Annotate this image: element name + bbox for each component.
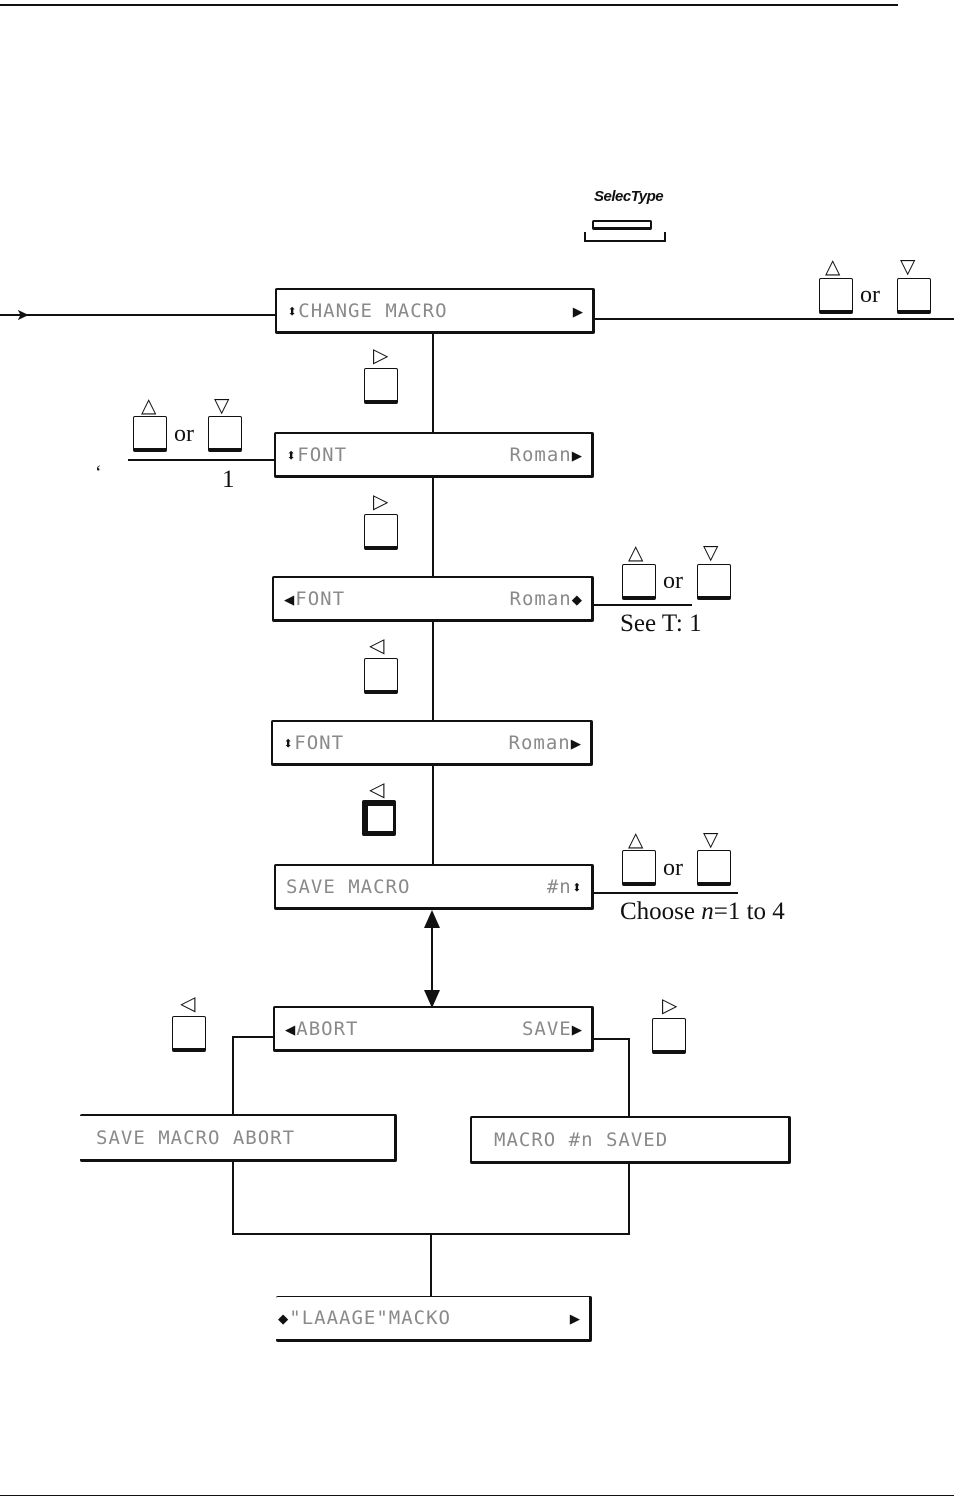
updown-icon: ⬍ [287,301,299,322]
selectype-label: SelecType [594,188,664,205]
up-key[interactable] [622,564,656,600]
or-label: or [860,282,880,308]
save-return-down [628,1162,630,1234]
lcd-save-macro-abort: SAVE MACRO ABORT [80,1114,397,1162]
lcd-abort-save: ◀ABORT SAVE▶ [273,1006,594,1052]
save-branch-down [628,1038,630,1118]
lcd-text: ABORT [296,1017,359,1040]
bottom-rule [0,1495,954,1496]
lcd-text: FONT [297,443,348,466]
up-key[interactable] [133,416,167,452]
down-triangle-icon: ▽ [703,540,719,564]
left-key[interactable] [172,1016,206,1052]
or-label: or [663,855,683,881]
up-triangle-icon: △ [141,393,157,417]
up-key[interactable] [622,850,656,886]
lcd-value: #n [546,875,572,898]
updown-icon: ⬍ [286,445,298,466]
diamond-icon: ◆ [278,1309,290,1329]
entry-line [0,314,275,316]
updown-icon: ⬍ [571,877,583,898]
font2-right-line [594,604,692,606]
top-rule [0,4,898,6]
right-triangle-icon: ▷ [662,993,678,1017]
left-font-note: 1 [222,466,235,493]
lcd-font-2: ◀FONT Roman◆ [272,576,594,622]
right-arrow-icon: ▶ [570,733,582,754]
lcd-change-macro: ⬍CHANGE MACRO ▶ [275,288,595,334]
merge-down [430,1234,432,1296]
right-key[interactable] [364,368,398,404]
choose-n-note: Choose n=1 to 4 [620,898,785,926]
or-label: or [174,421,194,447]
right-triangle-icon: ▷ [373,343,389,367]
right-arrow-icon: ▶ [572,301,584,322]
choose-n-suffix: =1 to 4 [713,898,785,925]
down-key[interactable] [208,416,242,452]
entry-arrowhead: ➤ [16,305,30,324]
abort-branch-down [232,1036,234,1116]
font1-left-line [128,459,275,461]
diamond-icon: ◆ [571,589,583,610]
see-table-note: See T: 1 [620,610,702,637]
left-triangle-icon: ◁ [369,633,385,657]
up-triangle-icon: △ [628,540,644,564]
lcd-value: SAVE [521,1017,572,1040]
right-arrow-icon: ▶ [569,1309,581,1329]
right-arrow-icon: ▶ [571,1019,583,1040]
down-triangle-icon: ▽ [900,254,916,278]
right-key[interactable] [652,1018,686,1054]
right-arrow-icon: ▶ [571,445,583,466]
double-arrow-up-head [424,910,440,928]
updown-icon: ⬍ [283,733,295,754]
lcd-text: FONT [295,587,346,610]
up-triangle-icon: △ [825,254,841,278]
double-arrow-shaft [431,922,433,1000]
lcd-text: MACRO #n SAVED [494,1128,669,1151]
right-key[interactable] [364,514,398,550]
lcd-text: FONT [294,731,345,754]
selectype-key[interactable] [584,220,666,242]
left-arrow-icon: ◀ [284,589,296,610]
abort-branch-top [232,1036,275,1038]
down-key[interactable] [697,564,731,600]
down-triangle-icon: ▽ [703,827,719,851]
lcd-value: Roman [509,587,572,610]
lcd-macro-saved: MACRO #n SAVED [470,1116,791,1164]
double-arrow-down-head [424,990,440,1008]
left-triangle-icon: ◁ [369,777,385,801]
lcd-text: SAVE MACRO ABORT [96,1126,296,1149]
choose-n-prefix: Choose [620,898,702,925]
lcd-change-macro-return: ◆"LAAAGE"MACKO ▶ [276,1296,592,1342]
abort-return-down [232,1160,234,1234]
lcd-text: SAVE MACRO [286,875,411,898]
down-key[interactable] [697,850,731,886]
left-font-mark: ‘ [95,462,102,484]
up-triangle-icon: △ [628,827,644,851]
down-triangle-icon: ▽ [214,393,230,417]
lcd-text: CHANGE MACRO [298,299,448,322]
left-key[interactable] [364,658,398,694]
left-key-pressed[interactable] [362,800,396,836]
lcd-value: Roman [509,443,572,466]
lcd-value: Roman [508,731,571,754]
down-key[interactable] [897,278,931,314]
exit-line [594,318,954,320]
left-triangle-icon: ◁ [180,991,196,1015]
save-branch-top [594,1038,630,1040]
right-triangle-icon: ▷ [373,489,389,513]
up-key[interactable] [819,278,853,314]
lcd-font-1: ⬍FONT Roman▶ [274,432,594,478]
lcd-text: "LAAAGE"MACKO [289,1307,451,1329]
lcd-save-macro: SAVE MACRO #n⬍ [274,864,594,910]
or-label: or [663,568,683,594]
save-right-line [594,892,738,894]
choose-n-variable: n [701,898,714,925]
lcd-font-3: ⬍FONT Roman▶ [271,720,593,766]
left-arrow-icon: ◀ [285,1019,297,1040]
